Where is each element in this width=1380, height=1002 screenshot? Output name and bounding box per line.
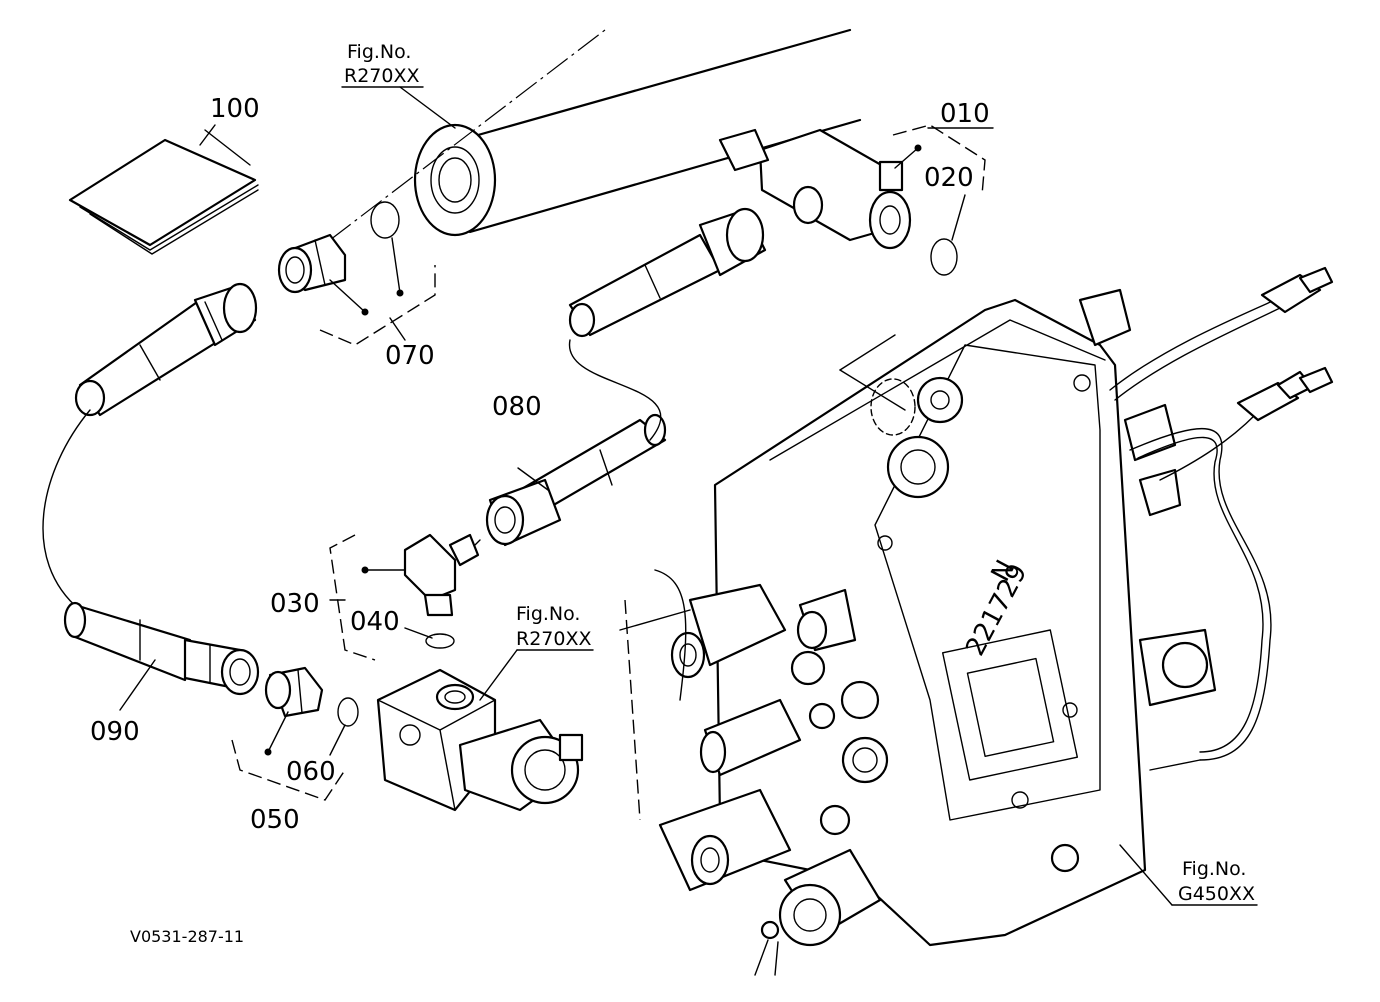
label-050: 050 [250,805,300,835]
hose-part-090 [42,282,260,696]
label-060: 060 [286,757,336,787]
hose-part-080 [474,207,767,547]
label-080: 080 [492,392,542,422]
fig-ref-prefix-top: Fig.No. [347,41,411,63]
bracket-070 [319,237,436,346]
wiring-harness [1109,266,1334,771]
label-070: 070 [385,341,435,371]
bracket-010 [892,124,986,241]
label-090: 090 [90,717,140,747]
o-ring-cylinder [370,201,400,239]
sheet-part-100 [68,138,259,255]
fig-ref-code-top: R270XX [344,65,420,87]
fig-ref-prefix-control: Fig.No. [1182,858,1246,880]
control-valve-g450xx [619,288,1217,976]
elbow-part-030 [403,533,480,617]
drawing-code: V0531-287-11 [130,927,244,946]
label-100: 100 [210,94,260,124]
label-030: 030 [270,589,320,619]
label-010: 010 [940,99,990,129]
fig-ref-code-valve: R270XX [516,628,592,650]
label-040: 040 [350,607,400,637]
cylinder-r270xx [329,28,862,241]
label-020: 020 [924,163,974,193]
fig-ref-prefix-valve: Fig.No. [516,603,580,625]
o-ring-020 [930,238,958,276]
o-ring-060 [337,697,359,727]
fig-ref-code-control: G450XX [1178,883,1255,905]
part-labels: 100 010 020 070 080 030 040 090 060 050 [90,94,990,835]
bracket-050 [231,711,346,801]
bracket-030 [329,534,433,661]
figure-references: Fig.No. R270XX Fig.No. R270XX Fig.No. G4… [344,41,1255,905]
adapter-part-070 [277,233,347,294]
tee-part-010 [718,128,912,250]
leader-lines [119,86,1258,906]
adapter-part-050 [264,666,324,718]
o-ring-040 [425,633,455,649]
valve-block-r270xx [376,668,584,812]
